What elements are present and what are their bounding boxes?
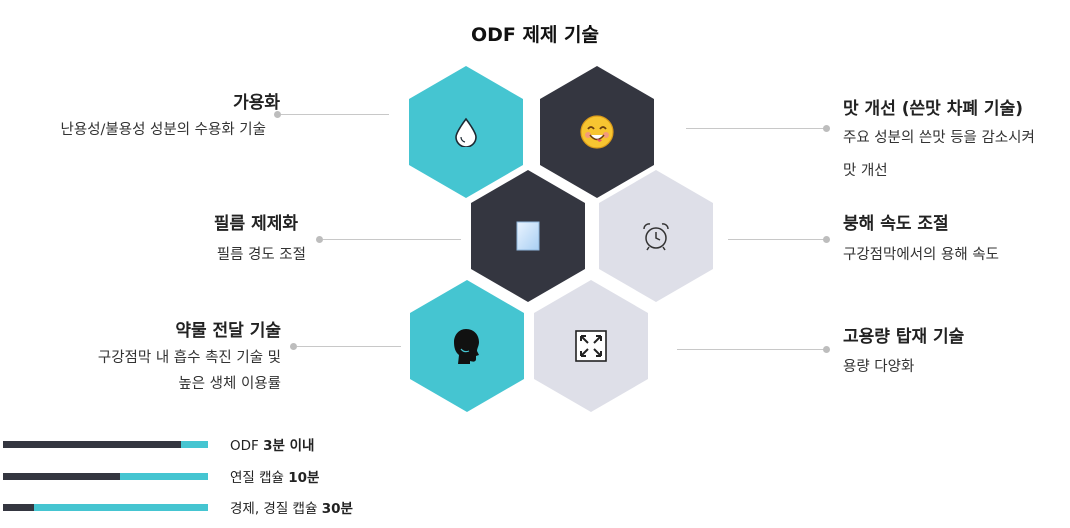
smiling-face-icon bbox=[580, 115, 614, 149]
bar-odf bbox=[3, 441, 208, 448]
connector-dot-delivery bbox=[290, 343, 297, 350]
feature-desc-disintegration: 구강점막에서의 용해 속도 bbox=[843, 247, 999, 263]
connector-line-film bbox=[323, 239, 461, 240]
connector-dot-taste-masking bbox=[823, 125, 830, 132]
hex-disintegration bbox=[599, 170, 713, 302]
feature-title-film: 필름 제제화 bbox=[213, 214, 298, 234]
alarm-clock-icon bbox=[643, 223, 669, 251]
feature-desc-film: 필름 경도 조절 bbox=[216, 247, 306, 263]
connector-line-disintegration bbox=[728, 239, 826, 240]
expand-arrows-icon bbox=[575, 330, 607, 362]
bar-soft-capsule-fill bbox=[3, 473, 120, 480]
bar-label-hard-capsule: 경제, 경질 캡슐 30분 bbox=[230, 501, 353, 517]
feature-desc-delivery-line2: 높은 생체 이용률 bbox=[178, 376, 281, 392]
hex-delivery bbox=[410, 280, 524, 412]
connector-dot-film bbox=[316, 236, 323, 243]
connector-dot-solubilization bbox=[274, 111, 281, 118]
hex-high-load bbox=[534, 280, 648, 412]
connector-dot-high-load bbox=[823, 346, 830, 353]
bar-odf-fill bbox=[3, 441, 182, 448]
connector-line-solubilization bbox=[281, 114, 389, 115]
bar-label-odf: ODF 3분 이내 bbox=[230, 438, 315, 454]
feature-desc-solubilization: 난용성/불용성 성분의 수용화 기술 bbox=[60, 122, 266, 138]
feature-desc-taste-masking-line1: 주요 성분의 쓴맛 등을 감소시켜 bbox=[843, 130, 1035, 146]
connector-line-delivery bbox=[297, 346, 401, 347]
water-drop-icon bbox=[455, 117, 477, 147]
hex-solubilization bbox=[409, 66, 523, 198]
feature-title-solubilization: 가용화 bbox=[233, 93, 280, 113]
page-title: ODF 제제 기술 bbox=[470, 24, 600, 46]
hex-film bbox=[471, 170, 585, 302]
feature-title-disintegration: 붕해 속도 조절 bbox=[843, 214, 949, 234]
hex-taste-masking bbox=[540, 66, 654, 198]
bar-hard-capsule-fill bbox=[3, 504, 34, 511]
connector-dot-disintegration bbox=[823, 236, 830, 243]
connector-line-high-load bbox=[677, 349, 826, 350]
feature-desc-high-load: 용량 다양화 bbox=[843, 359, 915, 375]
feature-title-high-load: 고용량 탑재 기술 bbox=[843, 327, 965, 347]
bar-soft-capsule bbox=[3, 473, 208, 480]
bar-hard-capsule bbox=[3, 504, 208, 511]
bar-label-soft-capsule: 연질 캡슐 10분 bbox=[230, 470, 320, 486]
connector-line-taste-masking bbox=[686, 128, 826, 129]
film-sheet-icon bbox=[516, 221, 540, 251]
feature-desc-delivery-line1: 구강점막 내 흡수 촉진 기술 및 bbox=[97, 350, 281, 366]
feature-title-taste-masking: 맛 개선 (쓴맛 차폐 기술) bbox=[843, 99, 1023, 119]
feature-desc-taste-masking-line2: 맛 개선 bbox=[843, 163, 888, 179]
human-head-icon bbox=[454, 329, 479, 364]
feature-title-delivery: 약물 전달 기술 bbox=[175, 321, 281, 341]
